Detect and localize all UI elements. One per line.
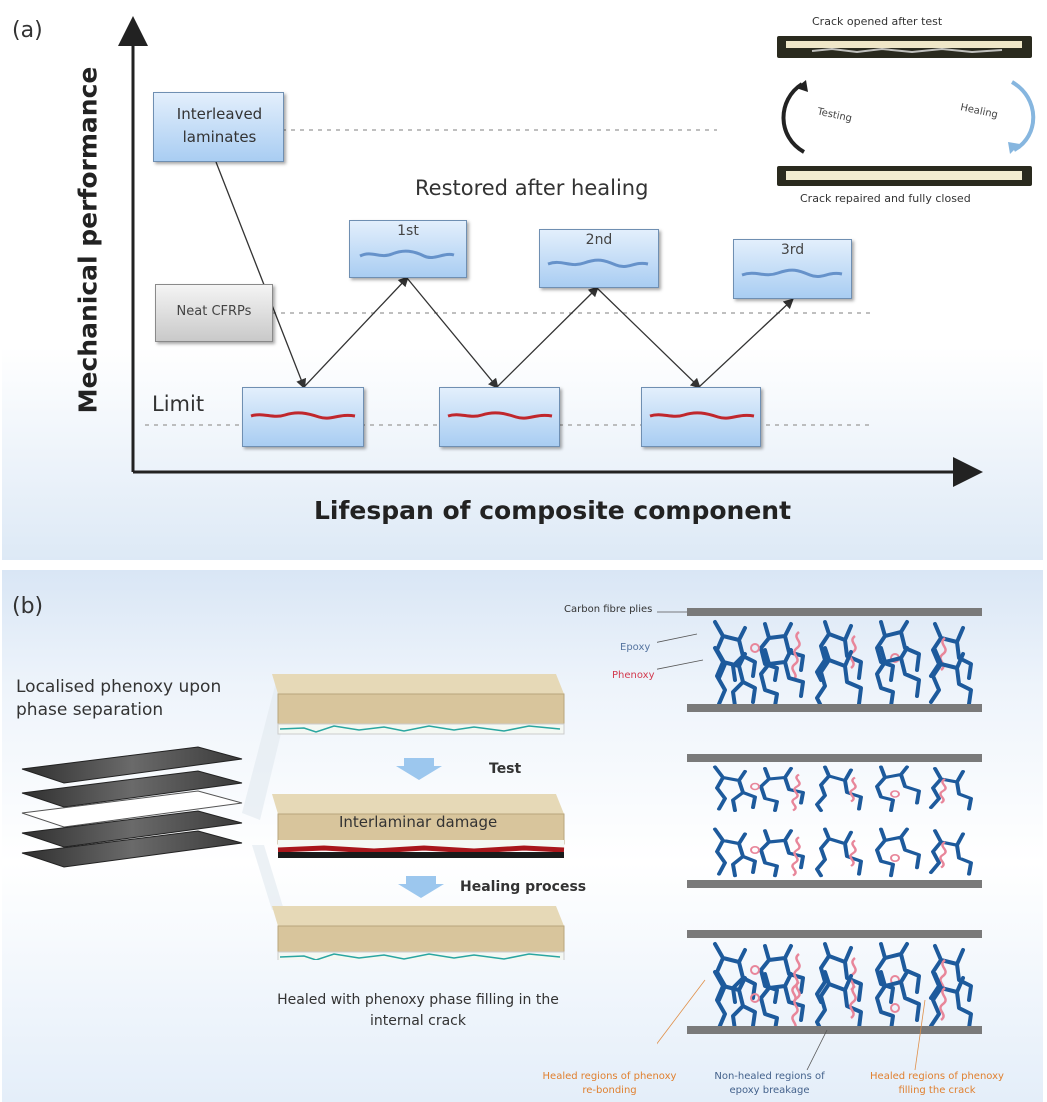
ply-top-1 bbox=[687, 608, 982, 616]
inset-bottom-caption: Crack repaired and fully closed bbox=[800, 192, 971, 205]
panel-b: (b) Localised phenoxy upon phase separat… bbox=[2, 570, 1043, 1102]
interleaved-laminates-box: Interleaved laminates bbox=[153, 92, 284, 162]
laminate-stages bbox=[272, 674, 565, 960]
ply-bottom-3 bbox=[687, 1026, 982, 1034]
laminate-healed bbox=[272, 906, 565, 960]
ply-2 bbox=[21, 770, 243, 808]
cycle-2-box: 2nd bbox=[539, 229, 659, 288]
arrow-cycle2-to-limit3 bbox=[596, 287, 701, 389]
panel-a-label: (a) bbox=[12, 18, 43, 43]
healing-arrow bbox=[398, 876, 444, 898]
legend-carbon-label: Carbon fibre plies bbox=[564, 604, 653, 615]
healing-process-label: Healing process bbox=[460, 879, 587, 895]
interlaminar-damage-label: Interlaminar damage bbox=[339, 813, 498, 831]
limit-3-crack bbox=[649, 411, 755, 420]
neat-cfrps-label: Neat CFRPs bbox=[176, 304, 252, 319]
limit-1-box bbox=[242, 387, 364, 447]
cycle-3-label: 3rd bbox=[780, 242, 805, 258]
panel-b-label: (b) bbox=[12, 594, 44, 619]
cycle-2-healed-crack bbox=[547, 258, 649, 269]
panel-a-graph bbox=[118, 16, 983, 487]
inset-top-caption: Crack opened after test bbox=[812, 15, 943, 28]
ply-4 bbox=[21, 810, 243, 848]
inset-graphic bbox=[777, 36, 1036, 186]
ply-stack bbox=[21, 746, 243, 868]
panel-a: (a) Mechanical performance Lifespa bbox=[2, 0, 1043, 560]
healing-arc bbox=[1010, 80, 1036, 152]
healed-caption: Healed with phenoxy phase filling in the… bbox=[277, 992, 559, 1029]
interleaved-laminates-label: Interleaved laminates bbox=[176, 105, 263, 146]
legend-epoxy-label: Epoxy bbox=[620, 642, 651, 653]
ply-top-3 bbox=[687, 930, 982, 938]
laminate-damaged bbox=[272, 794, 565, 858]
ply-1 bbox=[21, 746, 243, 784]
inset: Crack opened after test Testing Healing … bbox=[772, 10, 1042, 210]
x-axis-label: Lifespan of composite component bbox=[314, 496, 792, 525]
ply-5 bbox=[21, 830, 243, 868]
arrow-limit3-to-cycle3 bbox=[698, 298, 794, 388]
legend-phenoxy-label: Phenoxy bbox=[612, 670, 655, 681]
test-arrow bbox=[396, 758, 442, 780]
arrow-limit1-to-cycle1 bbox=[303, 276, 409, 388]
phase-separation-label: Localised phenoxy upon phase separation bbox=[16, 677, 222, 720]
bottom-label-right: Healed regions of phenoxy filling the cr… bbox=[870, 1071, 1004, 1096]
limit-2-crack bbox=[447, 411, 553, 420]
arrow-limit2-to-cycle2 bbox=[496, 286, 599, 388]
molecular-schematic bbox=[657, 608, 982, 1070]
laminate-initial bbox=[272, 674, 565, 735]
limit-2-box bbox=[439, 387, 560, 447]
bottom-label-left: Healed regions of phenoxy re-bonding bbox=[542, 1071, 677, 1096]
test-label: Test bbox=[489, 761, 522, 777]
limit-label: Limit bbox=[152, 392, 205, 416]
cycle-2-label: 2nd bbox=[585, 232, 613, 248]
restored-label: Restored after healing bbox=[415, 176, 649, 200]
cycle-3-healed-crack bbox=[741, 268, 843, 279]
neat-cfrps-box: Neat CFRPs bbox=[155, 284, 273, 342]
limit-1-crack bbox=[250, 411, 356, 420]
cycle-1-box: 1st bbox=[349, 220, 467, 278]
arrow-interleaved-to-limit bbox=[215, 161, 307, 390]
ply-bottom-1 bbox=[687, 704, 982, 712]
ply-bottom-2 bbox=[687, 880, 982, 888]
ply-top-2 bbox=[687, 754, 982, 762]
arrow-cycle1-to-limit2 bbox=[406, 277, 499, 390]
limit-3-box bbox=[641, 387, 761, 447]
cycle-1-healed-crack bbox=[359, 249, 455, 260]
testing-arc bbox=[781, 82, 806, 154]
bottom-label-middle: Non-healed regions of epoxy breakage bbox=[714, 1071, 825, 1096]
y-axis-label: Mechanical performance bbox=[73, 66, 103, 414]
cycle-1-label: 1st bbox=[397, 223, 419, 239]
ply-3-phenoxy bbox=[21, 790, 243, 828]
cycle-3-box: 3rd bbox=[733, 239, 852, 299]
